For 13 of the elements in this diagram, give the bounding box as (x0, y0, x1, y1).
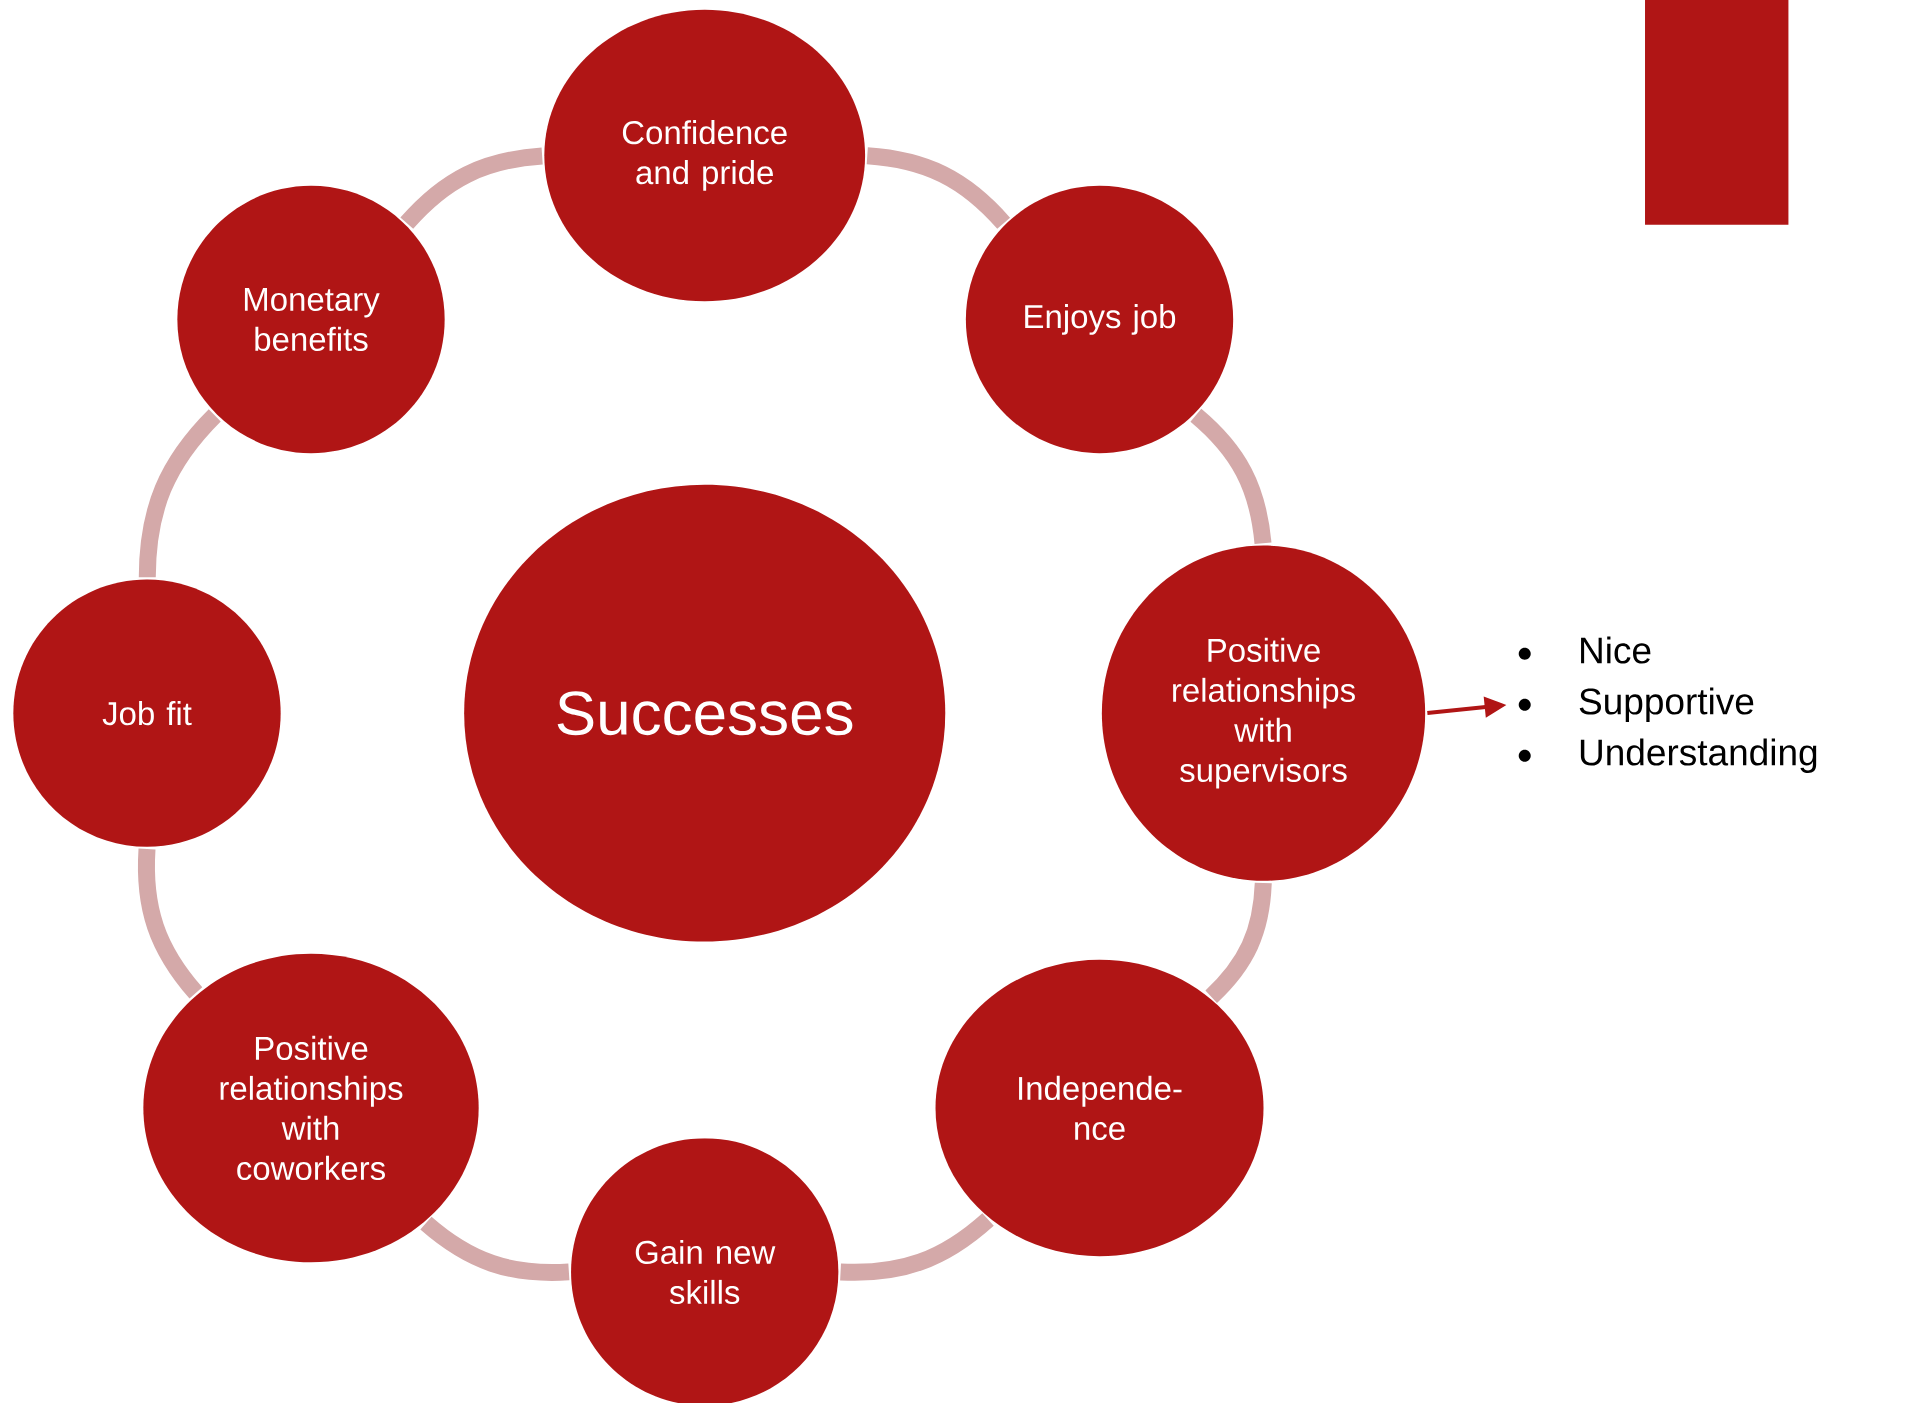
bullet-list: Nice Supportive Understanding (1518, 636, 1817, 773)
connector-band (400, 147, 543, 229)
side-bar (1645, 0, 1789, 225)
connector-band (420, 1216, 570, 1281)
connector-band (866, 147, 1010, 229)
connector-band (1190, 408, 1272, 545)
node-label: Supportive (1579, 687, 1754, 722)
connector-band (137, 848, 203, 999)
connector-band (138, 409, 221, 578)
connector-band (840, 1213, 994, 1281)
node-label: Nice (1581, 636, 1651, 664)
node-label: Understanding (1580, 738, 1817, 773)
connector-band (1205, 882, 1272, 1003)
